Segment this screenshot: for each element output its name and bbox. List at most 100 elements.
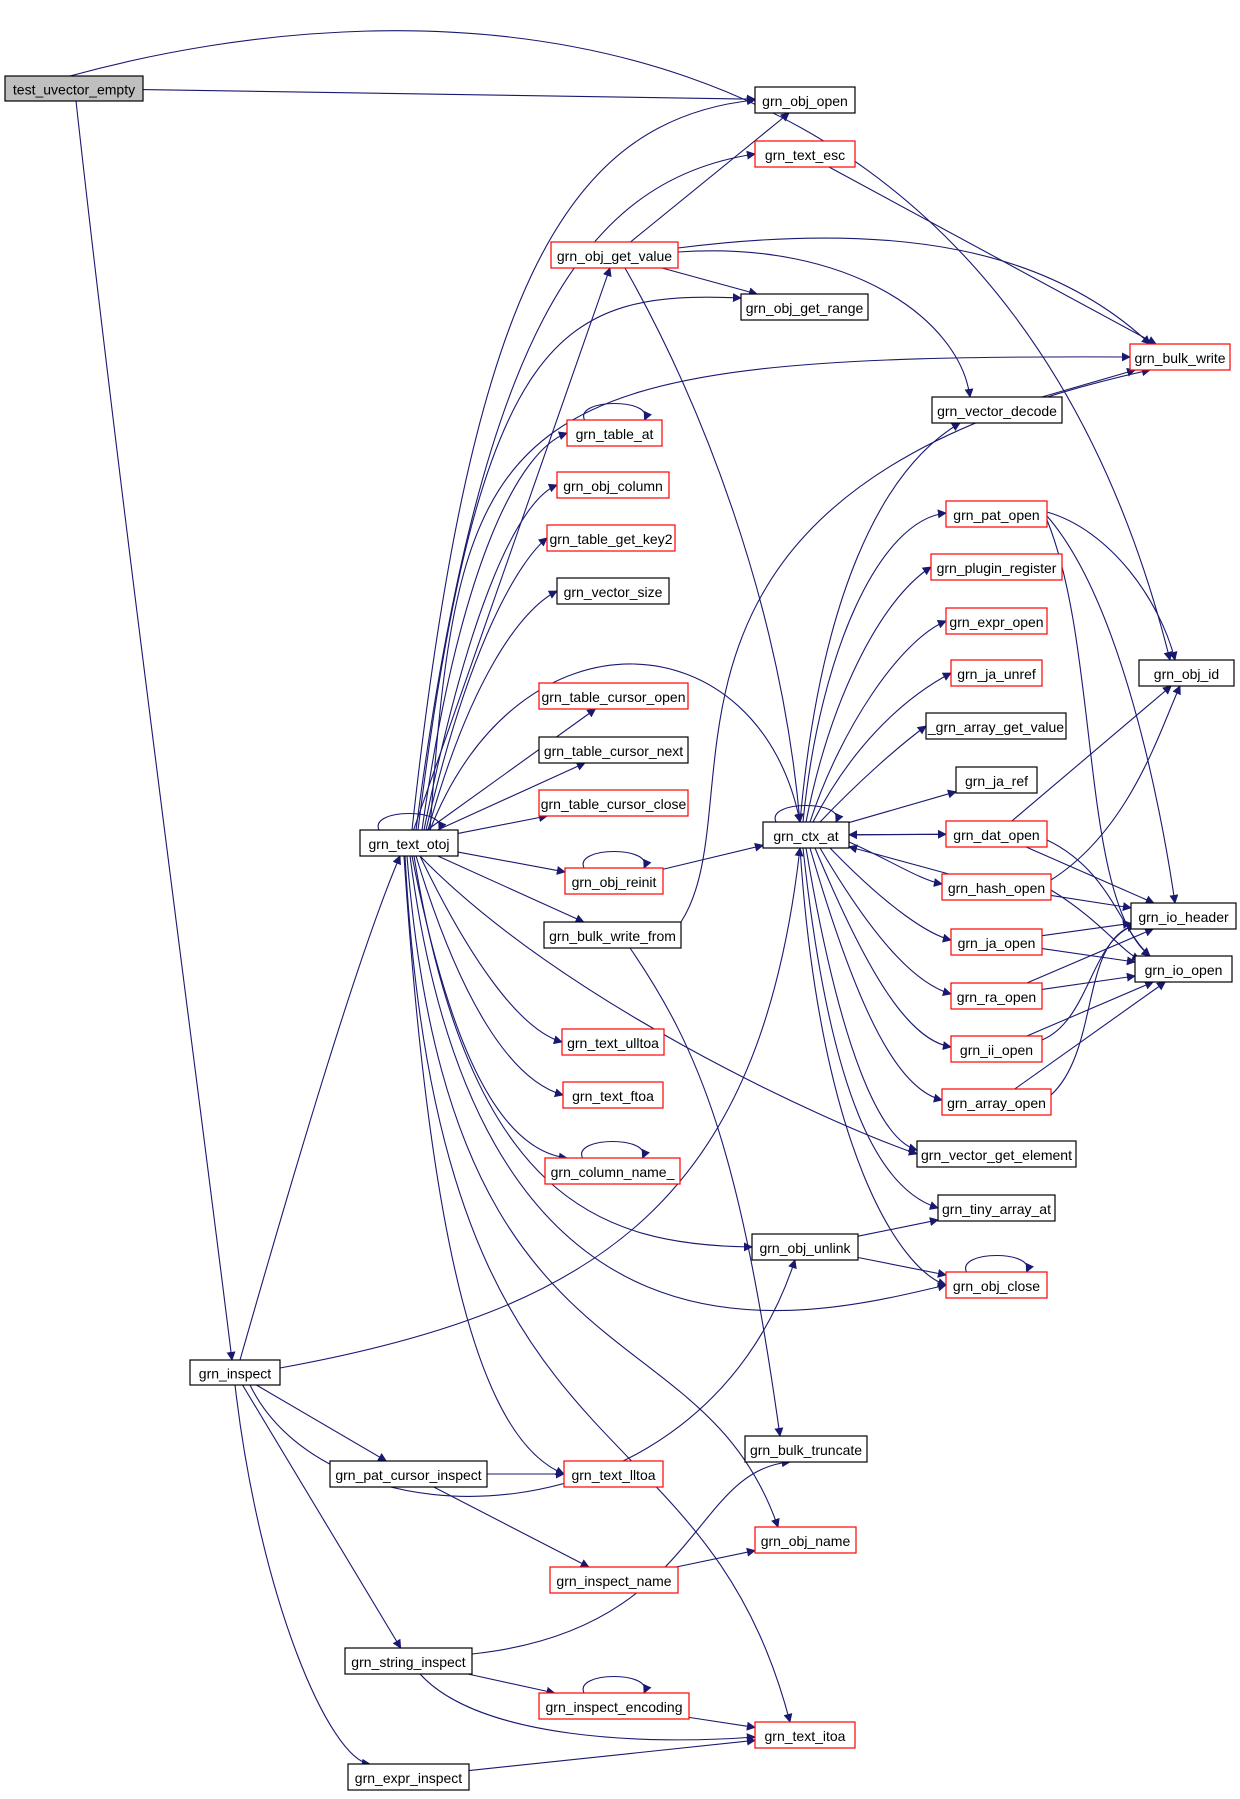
node-box-grn_column_name_[interactable] [544, 1157, 681, 1185]
node-grn_dat_open[interactable]: grn_dat_open [945, 820, 1048, 848]
node-box-grn_text_otoj[interactable] [359, 829, 459, 857]
node-box-grn_expr_inspect[interactable] [347, 1763, 470, 1791]
node-grn_obj_id[interactable]: grn_obj_id [1138, 659, 1235, 687]
node-box-grn_vector_decode[interactable] [931, 396, 1063, 424]
node-_grn_array_get_value[interactable]: _grn_array_get_value [925, 712, 1067, 740]
node-grn_ja_open[interactable]: grn_ja_open [950, 928, 1043, 956]
node-grn_obj_get_range[interactable]: grn_obj_get_range [740, 293, 869, 321]
node-box-grn_pat_cursor_inspect[interactable] [329, 1460, 488, 1488]
node-grn_pat_open[interactable]: grn_pat_open [945, 500, 1048, 528]
node-grn_inspect_encoding[interactable]: grn_inspect_encoding [538, 1692, 690, 1720]
node-box-grn_ii_open[interactable] [950, 1035, 1043, 1063]
node-box-grn_inspect[interactable] [189, 1359, 281, 1386]
node-grn_string_inspect[interactable]: grn_string_inspect [344, 1647, 473, 1675]
node-grn_expr_open[interactable]: grn_expr_open [945, 607, 1048, 635]
node-box-grn_table_get_key2[interactable] [546, 524, 676, 552]
node-grn_vector_decode[interactable]: grn_vector_decode [931, 396, 1063, 424]
node-box-grn_text_itoa[interactable] [754, 1721, 856, 1749]
node-box-grn_obj_reinit[interactable] [564, 867, 664, 895]
node-box-grn_inspect_name[interactable] [549, 1566, 679, 1594]
node-box-grn_plugin_register[interactable] [930, 553, 1063, 581]
node-grn_table_cursor_open[interactable]: grn_table_cursor_open [538, 682, 689, 710]
node-grn_vector_get_element[interactable]: grn_vector_get_element [916, 1140, 1077, 1168]
node-grn_ctx_at[interactable]: grn_ctx_at [762, 821, 850, 849]
node-grn_obj_column[interactable]: grn_obj_column [556, 471, 670, 499]
node-grn_vector_size[interactable]: grn_vector_size [556, 577, 670, 605]
node-grn_text_lltoa[interactable]: grn_text_lltoa [563, 1460, 664, 1488]
node-grn_table_get_key2[interactable]: grn_table_get_key2 [546, 524, 676, 552]
node-box-grn_expr_open[interactable] [945, 607, 1048, 635]
node-grn_text_itoa[interactable]: grn_text_itoa [754, 1721, 856, 1749]
node-grn_bulk_write[interactable]: grn_bulk_write [1129, 343, 1231, 371]
node-box-grn_bulk_write_from[interactable] [543, 921, 682, 949]
node-box-grn_dat_open[interactable] [945, 820, 1048, 848]
node-grn_text_esc[interactable]: grn_text_esc [754, 140, 856, 168]
node-box-grn_ja_ref[interactable] [955, 766, 1038, 794]
node-grn_obj_reinit[interactable]: grn_obj_reinit [564, 867, 664, 895]
node-grn_io_open[interactable]: grn_io_open [1134, 955, 1233, 983]
node-box-grn_bulk_truncate[interactable] [744, 1435, 868, 1463]
node-box-grn_ra_open[interactable] [950, 982, 1043, 1010]
node-grn_inspect_name[interactable]: grn_inspect_name [549, 1566, 679, 1594]
node-box-grn_inspect_encoding[interactable] [538, 1692, 690, 1720]
node-box-grn_pat_open[interactable] [945, 500, 1048, 528]
node-box-grn_array_open[interactable] [941, 1088, 1052, 1116]
node-box-grn_obj_column[interactable] [556, 471, 670, 499]
node-grn_text_ulltoa[interactable]: grn_text_ulltoa [561, 1028, 665, 1056]
node-grn_bulk_truncate[interactable]: grn_bulk_truncate [744, 1435, 868, 1463]
node-box-grn_obj_close[interactable] [945, 1271, 1048, 1299]
node-grn_hash_open[interactable]: grn_hash_open [941, 873, 1052, 901]
node-grn_table_cursor_close[interactable]: grn_table_cursor_close [538, 789, 689, 817]
node-box-grn_bulk_write[interactable] [1129, 343, 1231, 371]
node-grn_ja_unref[interactable]: grn_ja_unref [950, 659, 1043, 687]
node-box-grn_table_cursor_next[interactable] [538, 736, 689, 764]
node-box-grn_text_ftoa[interactable] [562, 1081, 664, 1109]
node-grn_obj_open[interactable]: grn_obj_open [754, 86, 856, 114]
node-box-grn_text_esc[interactable] [754, 140, 856, 168]
node-box-grn_io_open[interactable] [1134, 955, 1233, 983]
node-box-grn_hash_open[interactable] [941, 873, 1052, 901]
node-grn_ja_ref[interactable]: grn_ja_ref [955, 766, 1038, 794]
node-grn_column_name_[interactable]: grn_column_name_ [544, 1157, 681, 1185]
node-grn_io_header[interactable]: grn_io_header [1130, 902, 1237, 930]
node-grn_array_open[interactable]: grn_array_open [941, 1088, 1052, 1116]
node-box-grn_table_at[interactable] [566, 419, 663, 447]
node-box-grn_vector_get_element[interactable] [916, 1140, 1077, 1168]
node-grn_tiny_array_at[interactable]: grn_tiny_array_at [937, 1194, 1056, 1222]
node-grn_obj_unlink[interactable]: grn_obj_unlink [751, 1233, 859, 1261]
node-box-grn_table_cursor_open[interactable] [538, 682, 689, 710]
node-grn_text_ftoa[interactable]: grn_text_ftoa [562, 1081, 664, 1109]
node-box-grn_tiny_array_at[interactable] [937, 1194, 1056, 1222]
node-box-grn_obj_unlink[interactable] [751, 1233, 859, 1261]
node-box-test_uvector_empty[interactable] [4, 75, 144, 102]
node-box-grn_text_lltoa[interactable] [563, 1460, 664, 1488]
node-box-grn_ja_open[interactable] [950, 928, 1043, 956]
node-box-grn_obj_id[interactable] [1138, 659, 1235, 687]
node-box-grn_table_cursor_close[interactable] [538, 789, 689, 817]
node-box-grn_io_header[interactable] [1130, 902, 1237, 930]
node-box-grn_string_inspect[interactable] [344, 1647, 473, 1675]
node-box-grn_vector_size[interactable] [556, 577, 670, 605]
node-test_uvector_empty[interactable]: test_uvector_empty [4, 75, 144, 102]
node-grn_table_at[interactable]: grn_table_at [566, 419, 663, 447]
node-grn_expr_inspect[interactable]: grn_expr_inspect [347, 1763, 470, 1791]
node-box-_grn_array_get_value[interactable] [925, 712, 1067, 740]
node-box-grn_obj_get_value[interactable] [550, 241, 679, 269]
node-grn_obj_get_value[interactable]: grn_obj_get_value [550, 241, 679, 269]
node-grn_inspect[interactable]: grn_inspect [189, 1359, 281, 1386]
node-grn_ii_open[interactable]: grn_ii_open [950, 1035, 1043, 1063]
node-grn_obj_name[interactable]: grn_obj_name [754, 1526, 857, 1554]
node-box-grn_obj_open[interactable] [754, 86, 856, 114]
node-grn_pat_cursor_inspect[interactable]: grn_pat_cursor_inspect [329, 1460, 488, 1488]
node-box-grn_obj_name[interactable] [754, 1526, 857, 1554]
node-box-grn_ctx_at[interactable] [762, 821, 850, 849]
node-grn_table_cursor_next[interactable]: grn_table_cursor_next [538, 736, 689, 764]
node-box-grn_ja_unref[interactable] [950, 659, 1043, 687]
node-grn_plugin_register[interactable]: grn_plugin_register [930, 553, 1063, 581]
node-box-grn_text_ulltoa[interactable] [561, 1028, 665, 1056]
node-box-grn_obj_get_range[interactable] [740, 293, 869, 321]
node-grn_text_otoj[interactable]: grn_text_otoj [359, 829, 459, 857]
node-grn_obj_close[interactable]: grn_obj_close [945, 1271, 1048, 1299]
node-grn_bulk_write_from[interactable]: grn_bulk_write_from [543, 921, 682, 949]
node-grn_ra_open[interactable]: grn_ra_open [950, 982, 1043, 1010]
